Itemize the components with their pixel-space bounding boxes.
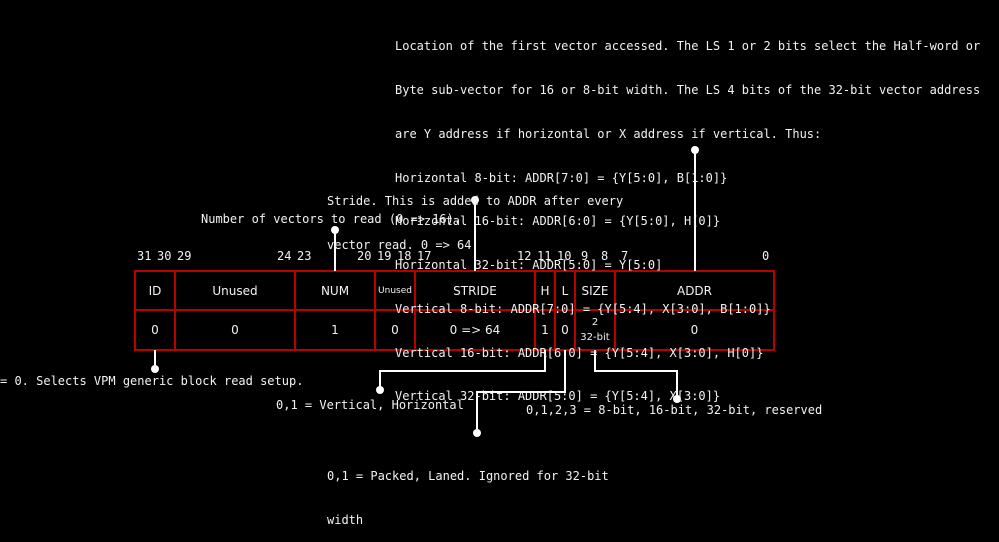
bit-number: 24 xyxy=(277,249,292,263)
stride-dot xyxy=(471,196,479,204)
addr-dot xyxy=(691,146,699,154)
leader-dots xyxy=(151,146,699,437)
field-name-addr: ADDR xyxy=(676,283,713,298)
stride-note-line: Stride. This is added to ADDR after ever… xyxy=(327,194,624,209)
bit-number: 11 xyxy=(537,249,552,263)
l-note-line: width xyxy=(327,512,364,527)
field-value-stride: 0 => 64 xyxy=(449,323,501,337)
bit-number: 30 xyxy=(157,249,172,263)
l-note-line: 0,1 = Packed, Laned. Ignored for 32-bit xyxy=(327,469,609,484)
num-annotation: Number of vectors to read (0 => 16). xyxy=(201,212,462,226)
h-leader xyxy=(379,350,546,390)
bit-number: 10 xyxy=(557,249,572,263)
addr-note-line: Vertical 8-bit: ADDR[7:0] = {Y[5:4], X[3… xyxy=(395,301,771,316)
addr-note-line: are Y address if horizontal or X address… xyxy=(395,126,822,141)
field-name-stride: STRIDE xyxy=(453,283,497,298)
addr-note-line: Location of the first vector accessed. T… xyxy=(395,39,981,54)
num-dot xyxy=(331,226,339,234)
bit-number: 20 xyxy=(357,249,372,263)
l-dot xyxy=(473,429,481,437)
size-annotation: 0,1,2,3 = 8-bit, 16-bit, 32-bit, reserve… xyxy=(526,403,823,417)
field-name-unused-small: Unused xyxy=(378,285,412,296)
bit-number: 7 xyxy=(621,249,629,263)
field-name-h: H xyxy=(540,283,550,298)
field-value-num: 1 xyxy=(331,323,339,337)
field-value-size: 2 32-bit xyxy=(575,310,615,350)
h-dot xyxy=(376,386,384,394)
addr-note-line: Horizontal 32-bit: ADDR[5:0] = Y[5:0] xyxy=(395,258,663,273)
bit-number: 31 xyxy=(137,249,152,263)
stride-annotation: Stride. This is added to ADDR after ever… xyxy=(327,165,623,267)
field-value-addr: 0 xyxy=(690,323,699,337)
field-name-unused: Unused xyxy=(212,283,258,298)
bit-number: 18 xyxy=(397,249,412,263)
id-dot xyxy=(151,365,159,373)
bit-number: 12 xyxy=(517,249,532,263)
bit-number: 9 xyxy=(581,249,589,263)
bit-number: 29 xyxy=(177,249,192,263)
field-name-size: SIZE xyxy=(581,283,609,298)
bit-number: 8 xyxy=(601,249,609,263)
field-name-l: L xyxy=(561,283,569,298)
field-value-h: 1 xyxy=(541,323,549,337)
addr-annotation: Location of the first vector accessed. T… xyxy=(395,10,980,419)
size-value: 2 xyxy=(591,317,599,328)
h-annotation: 0,1 = Vertical, Horizontal xyxy=(276,398,464,412)
addr-note-line: Byte sub-vector for 16 or 8-bit width. T… xyxy=(395,82,981,97)
addr-note-line: Horizontal 16-bit: ADDR[6:0] = {Y[5:0], … xyxy=(395,214,721,229)
field-value-l: 0 xyxy=(561,323,569,337)
field-value-id: 0 xyxy=(151,323,159,337)
field-value-unused-small: 0 xyxy=(391,323,399,337)
size-value-sub: 32-bit xyxy=(580,332,610,343)
addr-note-line: Horizontal 8-bit: ADDR[7:0] = {Y[5:0], B… xyxy=(395,170,728,185)
register-table xyxy=(134,270,775,351)
bit-number: 17 xyxy=(417,249,432,263)
bit-number: 0 xyxy=(762,249,770,263)
addr-note-line: Vertical 32-bit: ADDR[5:0] = {Y[5:4], X[… xyxy=(395,389,721,404)
stride-note-line: vector read. 0 => 64. xyxy=(327,237,479,252)
field-name-num: NUM xyxy=(320,283,350,298)
field-value-unused: 0 xyxy=(231,323,239,337)
l-annotation: 0,1 = Packed, Laned. Ignored for 32-bit … xyxy=(327,440,609,542)
bit-number: 19 xyxy=(377,249,392,263)
size-leader xyxy=(594,350,678,399)
field-name-id: ID xyxy=(148,283,162,298)
leader-lines xyxy=(154,150,696,433)
diagram-lines xyxy=(134,146,775,437)
l-leader xyxy=(476,350,566,433)
addr-note-line: Vertical 16-bit: ADDR[6:0] = {Y[5:4], X[… xyxy=(395,345,764,360)
id-annotation: = 0. Selects VPM generic block read setu… xyxy=(0,374,304,388)
size-dot xyxy=(673,395,681,403)
bit-number: 23 xyxy=(297,249,312,263)
